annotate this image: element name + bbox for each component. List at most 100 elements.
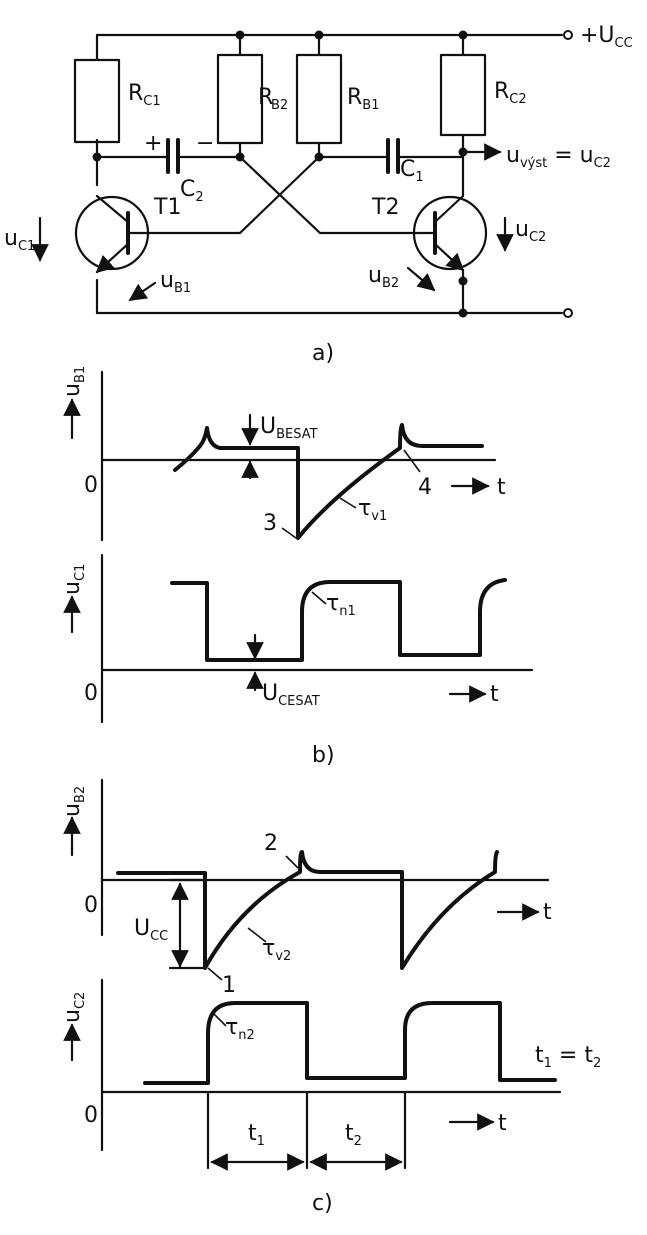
t1-label: T1: [153, 195, 181, 220]
eq-t1: t: [535, 1043, 544, 1068]
circuit-schematic: RC1 R B2 RB1 RC2 C2 C1 + − T1 T2 +UCC uv…: [4, 23, 633, 366]
ub1-axis-label: u: [60, 383, 85, 397]
waveforms-c: uB2 0 UCC τv2 1 2 t uC2 0 τn2 t1 t2: [60, 778, 601, 1216]
point-4-label: 4: [418, 475, 432, 500]
t2-label: t: [345, 1121, 354, 1146]
uc1-label: u: [4, 226, 18, 251]
svg-text:τn1: τn1: [326, 591, 356, 619]
uc2-axis-label: u: [60, 1009, 85, 1023]
svg-text:τv2: τv2: [262, 936, 291, 964]
uc1-axis-sub: C1: [73, 564, 88, 581]
ub2-zero: 0: [84, 893, 98, 918]
svg-text:τv1: τv1: [358, 496, 387, 524]
supply-sub: CC: [615, 36, 633, 51]
ub2-waveform: [116, 850, 499, 970]
ub1-zero: 0: [84, 473, 98, 498]
svg-text:UBESAT: UBESAT: [260, 414, 318, 442]
tau-v2-sub: v2: [275, 949, 291, 964]
tau-v1-sub: v1: [371, 509, 387, 524]
svg-text:+UCC: +UCC: [580, 23, 633, 51]
svg-text:R: R: [258, 85, 273, 110]
tau-v2-label: τ: [262, 936, 275, 961]
transistor-t2: [412, 194, 488, 272]
uc1-axis-label: u: [60, 581, 85, 595]
ub1-sub: B1: [174, 281, 191, 296]
point-3-label: 3: [263, 511, 277, 536]
svg-text:t2: t2: [345, 1121, 362, 1149]
t2-label: T2: [371, 195, 399, 220]
ucesat-label: U: [262, 681, 278, 706]
ucc-sub: CC: [150, 929, 168, 944]
uc2-zero: 0: [84, 1103, 98, 1128]
ub1-axis-sub: B1: [73, 366, 88, 383]
resistor-rc2: [439, 53, 487, 137]
svg-text:UCC: UCC: [134, 916, 168, 944]
rc1-sub: C1: [143, 94, 160, 109]
tau-n1-sub: n1: [339, 604, 356, 619]
svg-text:UCESAT: UCESAT: [262, 681, 320, 709]
supply-label: +U: [580, 23, 615, 48]
output-eq-sub: C2: [594, 156, 611, 171]
rc2-sub: C2: [509, 92, 526, 107]
svg-text:uB2: uB2: [368, 263, 399, 291]
waveforms-b: uB1 0 UBESAT τv1 3 4 t uC1 0 UCESAT τn1 …: [60, 366, 534, 768]
resistor-rb1: [295, 53, 343, 145]
svg-text:t1: t1: [248, 1121, 265, 1149]
c1-sub: 1: [415, 170, 423, 185]
ub1-t-label: t: [497, 475, 506, 500]
svg-text:uC2: uC2: [515, 217, 546, 245]
rc2-label: R: [494, 79, 509, 104]
ubesat-label: U: [260, 414, 276, 439]
svg-text:τn2: τn2: [225, 1015, 255, 1043]
caption-b: b): [312, 743, 335, 768]
svg-text:C1: C1: [400, 157, 424, 185]
capacitor-c2: [166, 138, 180, 174]
svg-text:uC1: uC1: [4, 226, 35, 254]
rb1-label: R: [347, 85, 362, 110]
uc2-t-label: t: [498, 1111, 507, 1136]
uc1-zero: 0: [84, 681, 98, 706]
output-eq: = u: [547, 143, 593, 168]
tau-n2-label: τ: [225, 1015, 238, 1040]
eq-mid: = t: [552, 1043, 593, 1068]
resistor-rc1: [73, 58, 121, 144]
t2-sub: 2: [354, 1134, 362, 1149]
svg-text:uB1: uB1: [160, 268, 191, 296]
c1-label: C: [400, 157, 415, 182]
uc1-waveform: [170, 578, 507, 662]
resistor-rb2: [216, 53, 264, 145]
uc1-t-label: t: [490, 682, 499, 707]
eq-t2-sub: 2: [593, 1056, 601, 1071]
rc1-label: R: [128, 81, 143, 106]
ub2-label: u: [368, 263, 382, 288]
capacitor-c1: [386, 138, 400, 174]
output-label: u: [506, 143, 520, 168]
ub2-t-label: t: [543, 900, 552, 925]
t1-label: t: [248, 1121, 257, 1146]
tau-n2-sub: n2: [238, 1028, 255, 1043]
ub1-waveform: [173, 423, 484, 540]
ub2-axis-label: u: [60, 803, 85, 817]
rb2-label: R: [258, 85, 273, 110]
uc2-waveform: [143, 1001, 557, 1085]
t1-sub: 1: [257, 1134, 265, 1149]
output-sub: výst: [520, 156, 547, 171]
rb2-sub: B2: [271, 98, 288, 113]
svg-text:C2: C2: [180, 177, 204, 205]
caption-c: c): [312, 1191, 333, 1216]
tau-v1-label: τ: [358, 496, 371, 521]
c2-label: C: [180, 177, 195, 202]
uc2-axis-sub: C2: [73, 992, 88, 1009]
svg-text:uB2: uB2: [60, 786, 88, 817]
uc2-sub: C2: [529, 230, 546, 245]
ubesat-sub: BESAT: [276, 427, 318, 442]
ucesat-sub: CESAT: [278, 694, 320, 709]
svg-text:B2: B2: [271, 98, 288, 113]
eq-t1-sub: 1: [544, 1056, 552, 1071]
transistor-t1: [74, 194, 150, 274]
polarity-minus: −: [196, 131, 214, 156]
svg-text:t1 = t2: t1 = t2: [535, 1043, 601, 1071]
svg-text:RB1: RB1: [347, 85, 380, 113]
uc1-sub: C1: [18, 239, 35, 254]
